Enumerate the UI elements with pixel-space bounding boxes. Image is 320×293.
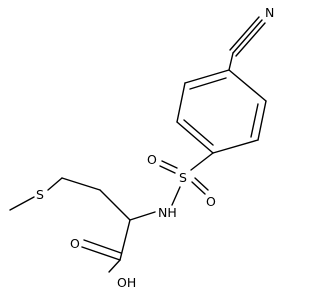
- ring-bond: [176, 82, 186, 123]
- amine-nh-label: NH: [158, 205, 177, 220]
- amino-acid-backbone: S O OH: [9, 177, 156, 290]
- molecule-structure: N S O O NH S O: [9, 5, 274, 290]
- sulfonyl-oxygen-left-label: O: [147, 152, 157, 167]
- ring-double-bond: [183, 119, 214, 146]
- nitrile-triple-bond: [235, 22, 266, 57]
- nitrile-triple-bond: [232, 19, 263, 54]
- ring-bond: [212, 139, 259, 154]
- ring-double-bond: [250, 103, 259, 138]
- carbonyl-double-bond: [83, 239, 122, 254]
- ring-bond: [228, 69, 267, 102]
- sulfur-methyl-bond: [9, 196, 35, 211]
- sulfur-oxygen-double-bond: [161, 160, 178, 169]
- carbonyl-double-bond: [81, 246, 121, 261]
- carboxyl-hydroxyl-bond: [108, 259, 121, 273]
- ring-double-bond: [189, 77, 227, 90]
- beta-gamma-carbon-bond: [61, 177, 101, 191]
- thioether-sulfur-label: S: [36, 187, 44, 202]
- gamma-carbon-sulfur-bond: [47, 177, 63, 191]
- alpha-beta-carbon-bond: [99, 189, 131, 221]
- sulfur-oxygen-double-bond: [191, 181, 206, 195]
- hydroxyl-label: OH: [117, 275, 136, 290]
- benzene-ring: [176, 52, 267, 154]
- nitrile-triple-bond: [229, 16, 260, 51]
- ring-bond: [184, 69, 230, 84]
- nitrile-nitrogen-label: N: [265, 5, 274, 20]
- carbonyl-oxygen-label: O: [70, 236, 80, 251]
- sulfur-oxygen-double-bond: [159, 165, 176, 174]
- ring-to-nitrile-bond: [228, 52, 234, 71]
- ring-to-sulfur-bond: [190, 152, 214, 171]
- sulfonyl-sulfur-label: S: [179, 170, 187, 185]
- sulfur-nitrogen-bond: [171, 186, 181, 206]
- alpha-carboxyl-carbon-bond: [119, 219, 131, 261]
- ring-bond: [176, 121, 214, 154]
- sulfonyl-group: S O O: [147, 152, 216, 209]
- sulfur-oxygen-double-bond: [194, 177, 209, 191]
- nitrogen-alpha-carbon-bond: [129, 211, 156, 221]
- ring-bond: [257, 100, 267, 141]
- nitrile-group: N: [229, 5, 274, 57]
- sulfonyl-oxygen-right-label: O: [206, 194, 216, 209]
